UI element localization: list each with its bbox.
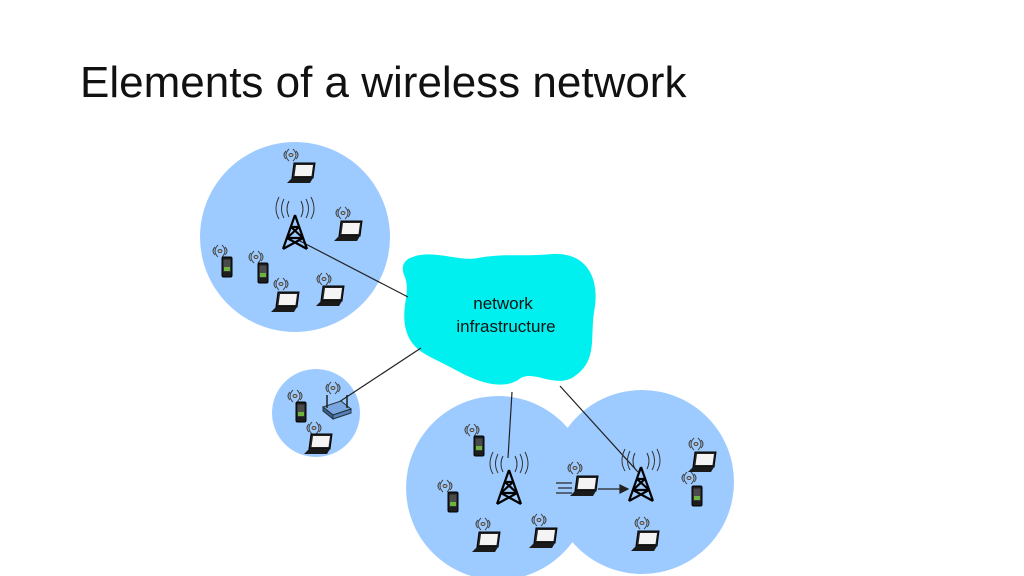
link-bottom-left-tower [507, 391, 513, 459]
coverage-cell-small [272, 369, 360, 457]
smartphone-icon [473, 435, 485, 457]
cloud-label-network: network [473, 294, 533, 313]
smartphone-icon [447, 491, 459, 513]
cloud-label-infrastructure: infrastructure [456, 317, 555, 336]
motion-arrow-icon [556, 482, 630, 494]
smartphone-icon [257, 262, 269, 284]
smartphone-icon [295, 401, 307, 423]
slide-title: Elements of a wireless network [80, 58, 687, 107]
link-router [335, 347, 422, 405]
smartphone-icon [691, 485, 703, 507]
smartphone-icon [221, 256, 233, 278]
network-infrastructure-cloud [402, 253, 596, 385]
link-bottom-right-tower [559, 385, 639, 473]
link-top-tower [297, 239, 409, 298]
